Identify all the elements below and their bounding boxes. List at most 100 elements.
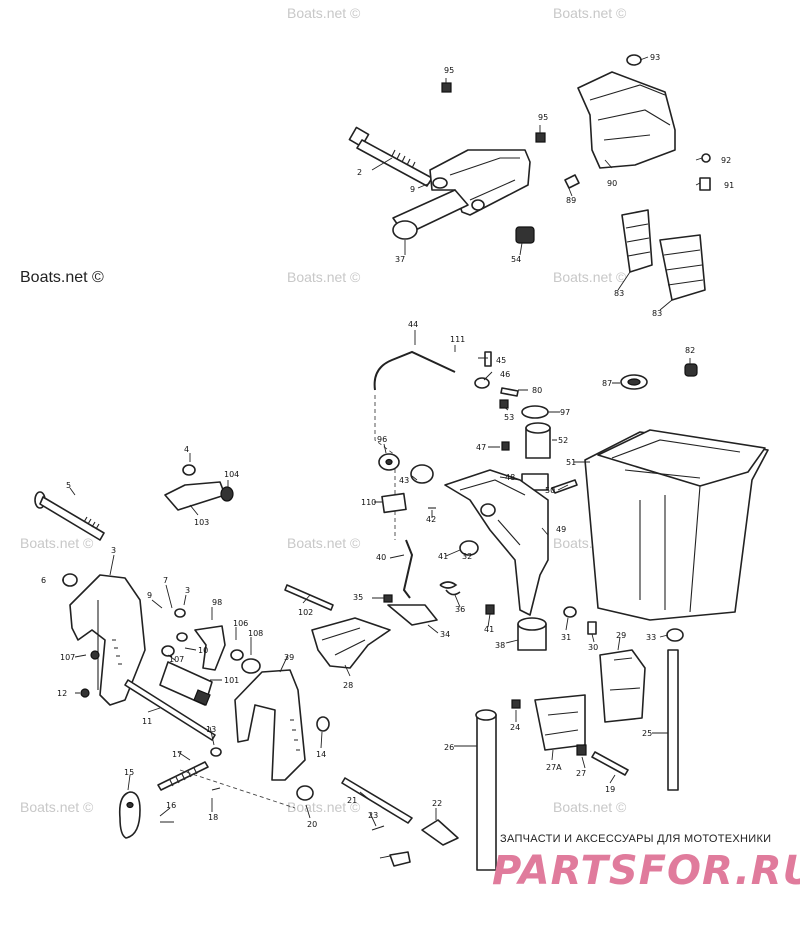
callout: 24: [510, 723, 520, 732]
callout: 95: [538, 113, 548, 122]
callout: 28: [343, 681, 353, 690]
callout: 80: [532, 386, 542, 395]
callout: 27: [576, 769, 586, 778]
callout: 101: [224, 676, 239, 685]
store-logo: PARTSFOR.RU: [492, 848, 800, 894]
callout: 25: [642, 729, 652, 738]
callout: 16: [166, 801, 176, 810]
watermark-faint: Boats.net ©: [20, 799, 94, 815]
watermark-faint: Boats.net ©: [553, 5, 627, 21]
callout: 20: [307, 820, 317, 829]
callout: 92: [721, 156, 731, 165]
callout: 96: [377, 435, 387, 444]
watermark-main: Boats.net ©: [20, 269, 104, 286]
callout: 107: [169, 655, 184, 664]
clamp-block-assembly: [564, 54, 711, 301]
callout: 89: [566, 196, 576, 205]
callout: 14: [316, 750, 326, 759]
callout: 42: [426, 515, 436, 524]
watermark-faint: Boats.net ©: [553, 799, 627, 815]
watermark-faint: Boats.net ©: [553, 269, 627, 285]
callout: 5: [66, 481, 71, 490]
callout: 93: [650, 53, 660, 62]
watermark-faint: Boats.net ©: [287, 535, 361, 551]
callout: 39: [284, 653, 294, 662]
callout: 52: [558, 436, 568, 445]
callout: 107: [60, 653, 75, 662]
lower-center-assembly: [284, 581, 684, 871]
callout: 108: [248, 629, 263, 638]
watermark-faint: Boats.net ©: [287, 799, 361, 815]
callout: 103: [194, 518, 209, 527]
callout: 46: [500, 370, 510, 379]
callout: 26: [444, 743, 454, 752]
callout: 98: [212, 598, 222, 607]
callout: 3: [111, 546, 116, 555]
callout: 6: [41, 576, 46, 585]
callout: 34: [440, 630, 450, 639]
callout: 3: [185, 586, 190, 595]
callout: 32: [462, 552, 472, 561]
callout: 104: [224, 470, 239, 479]
housing-51: [584, 429, 769, 621]
callout: 106: [233, 619, 248, 628]
callout: 37: [395, 255, 405, 264]
callout: 31: [561, 633, 571, 642]
callout: 12: [57, 689, 67, 698]
swivel-arm-assembly: [378, 453, 549, 616]
left-bracket-assembly: [34, 464, 330, 839]
callout: 87: [602, 379, 612, 388]
callout: 19: [605, 785, 615, 794]
callout: 51: [566, 458, 576, 467]
callout: 15: [124, 768, 134, 777]
callout: 30: [588, 643, 598, 652]
callout: 13: [206, 725, 216, 734]
watermark-faint: Boats.net ©: [20, 535, 94, 551]
store-branding: ЗАПЧАСТИ И АКСЕССУАРЫ ДЛЯ МОТОТЕХНИКИ PA…: [492, 833, 800, 894]
callout: 47: [476, 443, 486, 452]
callout: 91: [724, 181, 734, 190]
callout: 27A: [546, 763, 562, 772]
callout: 102: [298, 608, 313, 617]
callout: 36: [455, 605, 465, 614]
callout: 11: [142, 717, 152, 726]
callout: 110: [361, 498, 376, 507]
callout: 22: [432, 799, 442, 808]
callout: 9: [147, 591, 152, 600]
callout: 41: [438, 552, 448, 561]
callout: 82: [685, 346, 695, 355]
callout: 9: [410, 185, 415, 194]
top-bracket-assembly: [348, 82, 546, 244]
callout: 97: [560, 408, 570, 417]
callout: 7: [163, 576, 168, 585]
callout: 50: [545, 486, 555, 495]
callout: 2: [357, 168, 362, 177]
callout: 21: [347, 796, 357, 805]
callout: 48: [505, 473, 515, 482]
callout: 41: [484, 625, 494, 634]
watermark-faint: Boats.net ©: [287, 5, 361, 21]
callout: 45: [496, 356, 506, 365]
watermark-faint: Boats.net ©: [287, 269, 361, 285]
callout: 29: [616, 631, 626, 640]
callout: 43: [399, 476, 409, 485]
callout: 23: [368, 811, 378, 820]
callout: 10: [198, 646, 208, 655]
callout: 40: [376, 553, 386, 562]
callout: 38: [495, 641, 505, 650]
callout-labels: 93 95 95 2 9 92 91 90 89 37 54 83 83 44 …: [41, 53, 734, 829]
callout: 49: [556, 525, 566, 534]
callout: 54: [511, 255, 521, 264]
leader-lines: [62, 56, 703, 859]
callout: 17: [172, 750, 182, 759]
callout: 18: [208, 813, 218, 822]
callout: 35: [353, 593, 363, 602]
link-rod-assembly: [373, 350, 698, 540]
callout: 111: [450, 335, 465, 344]
callout: 83: [652, 309, 662, 318]
callout: 90: [607, 179, 617, 188]
callout: 44: [408, 320, 418, 329]
callout: 53: [504, 413, 514, 422]
callout: 95: [444, 66, 454, 75]
